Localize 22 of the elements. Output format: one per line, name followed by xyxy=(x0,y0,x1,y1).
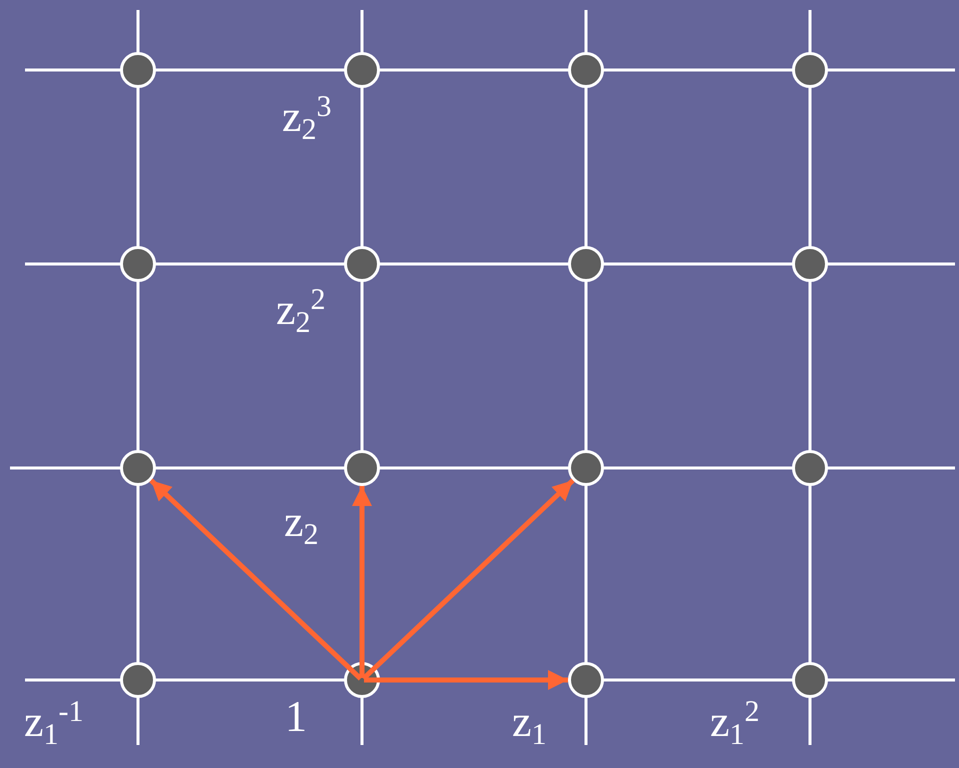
lattice-point xyxy=(792,52,828,88)
lattice-point xyxy=(120,52,156,88)
lattice-point xyxy=(120,662,156,698)
lattice-point xyxy=(792,662,828,698)
lattice-point xyxy=(344,246,380,282)
lattice-point xyxy=(120,246,156,282)
lattice-point xyxy=(344,52,380,88)
lattice-point xyxy=(568,450,604,486)
lattice-point xyxy=(120,450,156,486)
lattice-label: z$_{1}$ xyxy=(512,700,547,744)
arrow xyxy=(149,478,362,680)
lattice-point xyxy=(568,246,604,282)
lattice-point xyxy=(568,52,604,88)
arrow xyxy=(364,670,568,690)
lattice-label: z$_{2}$ xyxy=(284,500,319,544)
arrow xyxy=(362,478,575,680)
lattice-point xyxy=(792,246,828,282)
lattice-point xyxy=(792,450,828,486)
lattice-label: 1 xyxy=(285,695,307,739)
lattice-point xyxy=(568,662,604,698)
lattice-point xyxy=(344,450,380,486)
arrow xyxy=(352,486,372,678)
